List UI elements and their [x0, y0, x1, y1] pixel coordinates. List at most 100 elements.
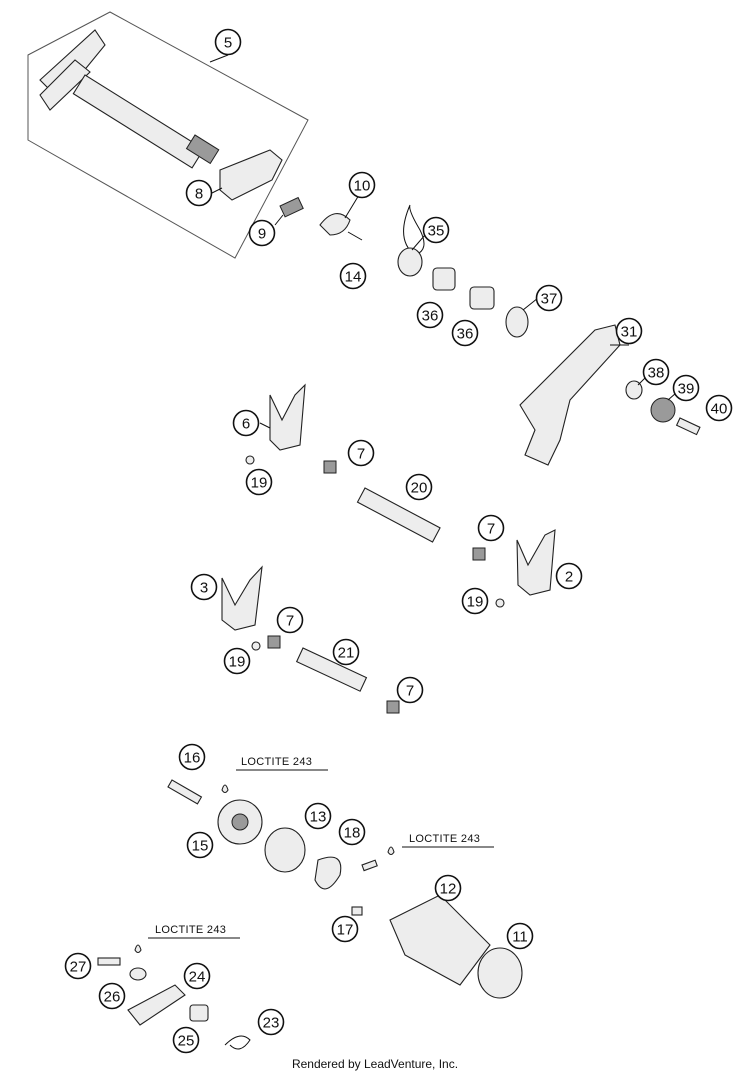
callout-circle [405, 473, 433, 501]
fork-rail-20-part [356, 487, 441, 543]
callout-circle [178, 743, 206, 771]
footer-credit: Rendered by LeadVenture, Inc. [291, 1057, 459, 1071]
callout-c3: 3 [190, 573, 218, 601]
fork-rail-21-part [295, 647, 368, 692]
spring-part-7a [323, 460, 337, 474]
callout-number: 17 [337, 922, 354, 939]
shift-fork-3-part [221, 565, 263, 631]
callout-c10: 10 [348, 171, 376, 199]
callout-number: 5 [224, 35, 232, 52]
callout-number: 16 [184, 750, 201, 767]
spring-part-7b [472, 547, 486, 561]
shift-shaft-part [39, 29, 220, 169]
callout-number: 40 [711, 401, 728, 418]
callout-circle [555, 562, 583, 590]
callout-number: 12 [440, 881, 457, 898]
callout-number: 25 [178, 1033, 195, 1050]
callout-circle [190, 573, 218, 601]
callout-number: 39 [678, 381, 695, 398]
callout-number: 13 [310, 809, 327, 826]
bushing-part-1 [432, 267, 456, 291]
screw-part-17 [351, 906, 363, 916]
callout-circle [422, 216, 450, 244]
callout-circle [535, 284, 563, 312]
bearing-part-11 [477, 947, 523, 999]
callout-circle [185, 179, 213, 207]
callout-c13: 13 [304, 802, 332, 830]
callout-number: 36 [422, 308, 439, 325]
callout-c11: 11 [506, 922, 534, 950]
callout-circle [232, 409, 260, 437]
callout-c35: 35 [422, 216, 450, 244]
callout-circle [98, 982, 126, 1010]
shift-lever-part [519, 324, 621, 466]
callout-c7d: 7 [396, 676, 424, 704]
callout-c21: 21 [332, 638, 360, 666]
locking-lever-part [127, 984, 186, 1026]
callout-number: 23 [263, 1015, 280, 1032]
callout-number: 7 [357, 446, 365, 463]
callout-number: 15 [192, 838, 209, 855]
callout-number: 31 [621, 324, 638, 341]
bushing-part-2 [469, 286, 495, 310]
washer-part [397, 247, 423, 277]
callout-circle [223, 647, 251, 675]
lever-spacer-part [650, 397, 676, 423]
callout-circle [248, 219, 276, 247]
callout-circle [506, 922, 534, 950]
callout-number: 35 [428, 223, 445, 240]
callout-number: 19 [467, 594, 484, 611]
callout-number: 2 [565, 569, 573, 586]
callout-c24: 24 [183, 962, 211, 990]
callout-c2: 2 [555, 562, 583, 590]
callout-c7c: 7 [276, 606, 304, 634]
callout-c36a: 36 [416, 301, 444, 329]
spring-part-23 [224, 1035, 251, 1050]
callout-number: 19 [229, 654, 246, 671]
callout-c14: 14 [339, 262, 367, 290]
callout-number: 7 [487, 521, 495, 538]
callout-number: 36 [457, 326, 474, 343]
callout-c9: 9 [248, 219, 276, 247]
callout-circle [416, 301, 444, 329]
callout-circle [304, 802, 332, 830]
callout-circle [672, 374, 700, 402]
bolt-part-27 [97, 957, 121, 966]
seal-part [505, 306, 529, 338]
callout-c27: 27 [64, 952, 92, 980]
callout-number: 10 [354, 178, 371, 195]
callout-circle [348, 171, 376, 199]
callout-number: 7 [286, 613, 294, 630]
callout-c16: 16 [178, 743, 206, 771]
callout-circle [172, 1026, 200, 1054]
callout-circle [347, 439, 375, 467]
callout-number: 37 [541, 291, 558, 308]
callout-number: 38 [648, 365, 665, 382]
callout-c19b: 19 [461, 587, 489, 615]
callout-number: 27 [70, 959, 87, 976]
callout-c26: 26 [98, 982, 126, 1010]
bolt-part-16 [167, 779, 203, 805]
lever-washer-part [625, 380, 643, 400]
callout-c15: 15 [186, 831, 214, 859]
callout-circle [339, 262, 367, 290]
shift-plate-part [219, 149, 283, 201]
callout-number: 26 [104, 989, 121, 1006]
callout-c5: 5 [214, 28, 242, 56]
callout-number: 9 [258, 226, 266, 243]
bearing-part-13 [264, 827, 306, 873]
callout-number: 14 [345, 269, 362, 286]
torsion-spring-part [403, 204, 425, 256]
callout-c19a: 19 [245, 468, 273, 496]
small-spring-part [279, 196, 304, 218]
loctite-drop-1 [221, 784, 229, 794]
callout-number: 3 [200, 580, 208, 597]
bushing-part-25 [189, 1004, 209, 1022]
spring-part-7c [267, 635, 281, 649]
roller-part-19b [495, 598, 505, 608]
callout-circle [214, 28, 242, 56]
callout-c8: 8 [185, 179, 213, 207]
callout-c36b: 36 [451, 319, 479, 347]
callout-number: 24 [189, 969, 206, 986]
callout-circle [615, 317, 643, 345]
